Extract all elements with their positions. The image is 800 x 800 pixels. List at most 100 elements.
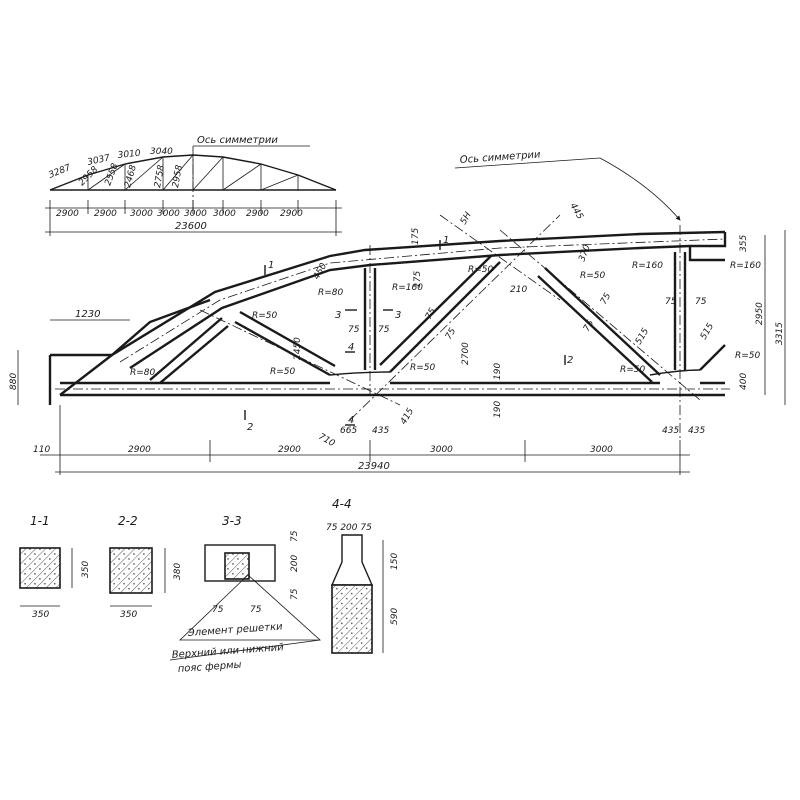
section-title: 3-3 bbox=[222, 514, 242, 528]
svg-text:2: 2 bbox=[567, 355, 573, 366]
dim-355: 355 bbox=[739, 235, 749, 252]
dim-515: 515 bbox=[634, 326, 651, 346]
section-1-1: 1-1 350 350 bbox=[19, 514, 91, 620]
total-dim: 23940 bbox=[358, 461, 390, 472]
section-4-4: 4-4 75 200 75 150 590 bbox=[326, 497, 400, 654]
diagonal-2 bbox=[379, 254, 501, 373]
node-diagonal-axis bbox=[199, 214, 701, 421]
left-length-dim: 1230 bbox=[75, 309, 100, 320]
top-chord-inner bbox=[129, 244, 691, 370]
dim-880: 880 bbox=[9, 373, 19, 390]
section-height: 380 bbox=[173, 563, 183, 580]
dim-435: 435 bbox=[688, 426, 705, 436]
end-offset-dim: 110 bbox=[33, 445, 50, 455]
section-3-3: 3-3 75 200 75 75 75 Элемент решетки Верх… bbox=[169, 514, 322, 675]
schema-top-dim: 3040 bbox=[150, 147, 173, 157]
diagonal-4 bbox=[699, 344, 726, 371]
dim-175: 175 bbox=[413, 271, 423, 288]
r-label: R=160 bbox=[392, 283, 423, 293]
schema-total-dim: 23600 bbox=[175, 221, 207, 232]
section-marker-4: 4 4 bbox=[345, 342, 355, 426]
note-chord-2: пояс фермы bbox=[177, 660, 242, 675]
dim-445: 445 bbox=[567, 202, 584, 222]
svg-text:3: 3 bbox=[335, 310, 341, 321]
dim-435: 435 bbox=[662, 426, 679, 436]
r-label: R=160 bbox=[730, 261, 761, 271]
dim-400: 400 bbox=[739, 373, 749, 390]
schema-top-dim: 3010 bbox=[117, 149, 141, 161]
note-chord: Верхний или нижний bbox=[171, 642, 284, 661]
dim-665: 665 bbox=[340, 426, 357, 436]
section-width: 350 bbox=[32, 610, 49, 620]
schema-top-dim: 3287 bbox=[47, 163, 72, 181]
svg-text:3: 3 bbox=[395, 310, 401, 321]
r-label: R=50 bbox=[468, 265, 494, 275]
dim-75: 75 bbox=[348, 325, 360, 335]
dim-2700: 2700 bbox=[461, 342, 471, 365]
left-end-block bbox=[48, 298, 211, 405]
dim-190: 190 bbox=[493, 363, 503, 380]
section-width: 350 bbox=[120, 610, 137, 620]
section-body bbox=[109, 547, 153, 594]
span-dim-ticks bbox=[59, 405, 681, 475]
svg-text:1: 1 bbox=[443, 235, 449, 246]
r-label: R=50 bbox=[620, 365, 646, 375]
dim-435: 435 bbox=[372, 426, 389, 436]
section-title: 4-4 bbox=[332, 497, 352, 511]
axis-label: Ось симметрии bbox=[459, 149, 541, 166]
dim-2450: 2450 bbox=[293, 337, 303, 360]
r-label: R=50 bbox=[270, 367, 296, 377]
top-chord-outer bbox=[111, 230, 726, 357]
span-dim: 3000 bbox=[590, 445, 613, 455]
diagonal-1 bbox=[234, 310, 336, 377]
dim-75: 75 bbox=[695, 297, 707, 307]
dim-3315: 3315 bbox=[775, 322, 785, 345]
r-label: R=80 bbox=[130, 368, 156, 378]
span-dim: 3000 bbox=[430, 445, 453, 455]
top-chord-axis bbox=[119, 238, 726, 363]
post-1 bbox=[363, 268, 377, 370]
r-label: R=80 bbox=[318, 288, 344, 298]
section-marker-3: 3 3 bbox=[335, 309, 401, 321]
schema-span-dim: 3000 bbox=[184, 209, 207, 219]
callout-triangle bbox=[179, 574, 322, 641]
section-marker-1: 1 1 bbox=[264, 235, 449, 275]
schema-span-dim: 2900 bbox=[246, 209, 269, 219]
truss-elevation: Ось симметрии 1230 2950 3 bbox=[9, 149, 786, 475]
dim-2950: 2950 bbox=[755, 302, 765, 325]
dim-415: 415 bbox=[399, 406, 416, 426]
r-label: R=50 bbox=[735, 351, 761, 361]
note-element: Элемент решетки bbox=[186, 621, 283, 639]
r-label: R=50 bbox=[252, 311, 278, 321]
svg-text:150: 150 bbox=[390, 553, 400, 570]
section-neck bbox=[330, 534, 374, 586]
dim-190: 190 bbox=[493, 401, 503, 418]
schema-span-dim: 3000 bbox=[130, 209, 153, 219]
schema-web bbox=[87, 154, 299, 191]
diagonal-small bbox=[149, 317, 229, 384]
section-top-dims: 75 200 75 bbox=[326, 523, 372, 533]
dim-370: 370 bbox=[577, 243, 592, 263]
section-body bbox=[331, 584, 373, 654]
schema-web-dim: 2958 bbox=[77, 165, 100, 188]
svg-text:75: 75 bbox=[290, 530, 300, 542]
svg-text:2: 2 bbox=[247, 422, 253, 433]
axis-leader bbox=[454, 157, 601, 169]
schema-web-dim: 2758 bbox=[153, 164, 167, 189]
schema-span-dim: 2900 bbox=[56, 209, 79, 219]
span-dim: 2900 bbox=[128, 445, 151, 455]
r-label: R=160 bbox=[632, 261, 663, 271]
schema-top-dim: 3037 bbox=[87, 153, 112, 168]
section-2-2: 2-2 350 380 bbox=[109, 514, 183, 620]
schema-span-dim: 2900 bbox=[280, 209, 303, 219]
right-end bbox=[688, 232, 727, 262]
svg-text:4: 4 bbox=[348, 415, 354, 426]
dim-515: 515 bbox=[699, 321, 716, 341]
axis-leader-arrow bbox=[599, 157, 681, 221]
section-title: 1-1 bbox=[30, 514, 50, 528]
svg-text:590: 590 bbox=[390, 608, 400, 625]
svg-text:75: 75 bbox=[212, 605, 224, 615]
r-label: R=50 bbox=[580, 271, 606, 281]
dim-75: 75 bbox=[378, 325, 390, 335]
